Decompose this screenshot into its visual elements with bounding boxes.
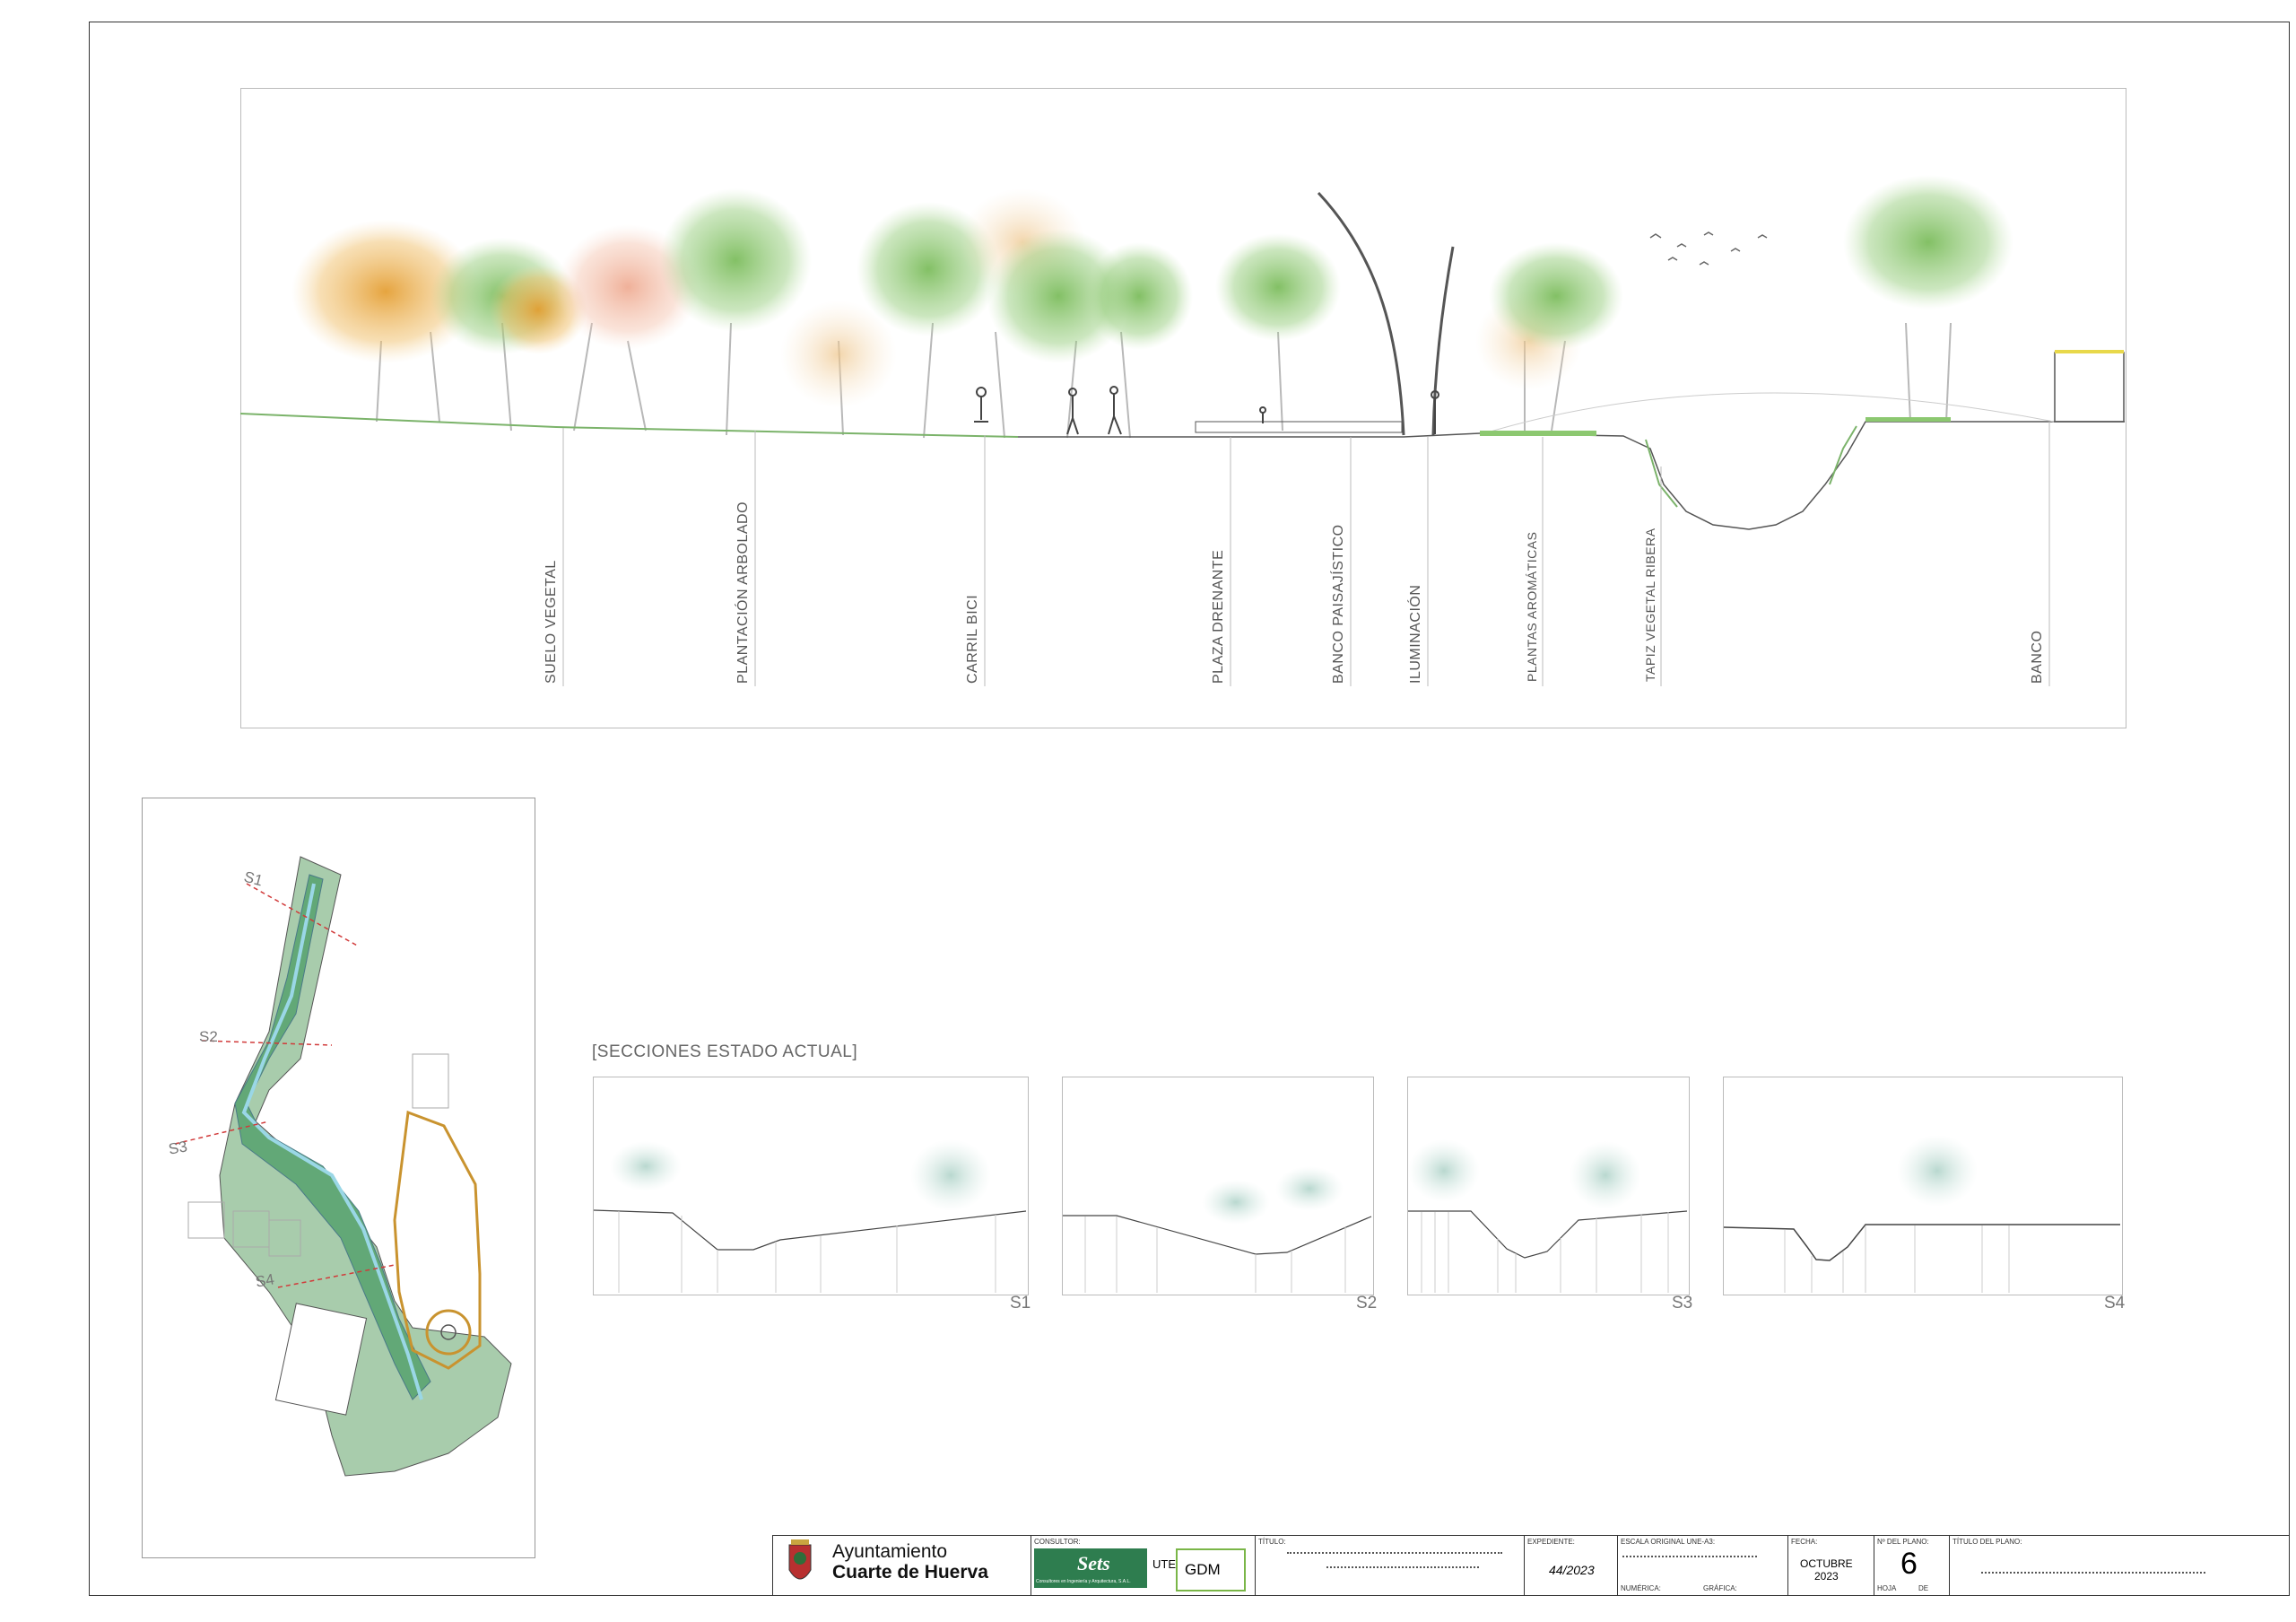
consultor-label: CONSULTOR: <box>1034 1538 1081 1546</box>
municipality-line-2: Cuarte de Huerva <box>832 1562 988 1583</box>
section-s2-panel <box>1062 1077 1374 1295</box>
titulo-line-1 <box>1287 1552 1502 1554</box>
context-blocks <box>187 1053 449 1257</box>
plaza-center <box>440 1324 457 1340</box>
section-s4-panel <box>1723 1077 2123 1295</box>
tb-fecha: FECHA: OCTUBRE 2023 <box>1787 1536 1874 1595</box>
nplano-value: 6 <box>1900 1547 1918 1581</box>
nplano-label: Nº DEL PLANO: <box>1877 1538 1929 1546</box>
titulo-plano-line <box>1981 1572 2205 1574</box>
titulo-plano-label: TÍTULO DEL PLANO: <box>1952 1538 2022 1546</box>
fecha-month: OCTUBRE <box>1800 1557 1853 1570</box>
tb-titulo: TÍTULO: <box>1255 1536 1525 1595</box>
birds <box>1649 231 1768 266</box>
grass-strip <box>1866 417 1951 422</box>
title-block: Ayuntamiento Cuarte de Huerva CONSULTOR:… <box>772 1535 2289 1595</box>
sheet-frame <box>89 22 2290 1596</box>
building-block <box>274 1303 368 1416</box>
main-section-panel <box>240 88 2126 728</box>
titulo-label: TÍTULO: <box>1258 1538 1286 1546</box>
bench-shape <box>1195 421 1403 433</box>
people-figures <box>974 386 1439 435</box>
ute-label: UTE <box>1152 1557 1176 1571</box>
section-code-s3: S3 <box>1672 1294 1693 1312</box>
secciones-title: [SECCIONES ESTADO ACTUAL] <box>592 1042 858 1061</box>
section-code-s1: S1 <box>1010 1294 1031 1312</box>
escala-line <box>1622 1556 1757 1557</box>
section-code-s2: S2 <box>1356 1294 1378 1312</box>
numerica-label: NUMÉRICA: <box>1621 1584 1661 1592</box>
tb-titulo-plano: TÍTULO DEL PLANO: <box>1949 1536 2287 1595</box>
hoja-label: HOJA <box>1877 1584 1897 1592</box>
tree-canopies <box>291 175 2013 408</box>
kiosk-roof <box>2055 350 2124 353</box>
section-s3-panel <box>1407 1077 1690 1295</box>
leader-lines <box>562 422 2050 686</box>
tb-escala: ESCALA ORIGINAL UNE-A3: NUMÉRICA: GRÁFIC… <box>1617 1536 1788 1595</box>
aromatic-strip <box>1480 431 1596 436</box>
tb-municipality: Ayuntamiento Cuarte de Huerva <box>773 1536 1031 1595</box>
section-code-s4: S4 <box>2104 1294 2126 1312</box>
fecha-label: FECHA: <box>1791 1538 1818 1546</box>
lamp-post-1 <box>1317 191 1405 436</box>
ground-line-left <box>239 413 1019 438</box>
key-plan-panel <box>142 798 535 1558</box>
expediente-value: 44/2023 <box>1549 1563 1595 1577</box>
tb-nplano: Nº DEL PLANO: 6 HOJA DE <box>1874 1536 1950 1595</box>
expediente-label: EXPEDIENTE: <box>1527 1538 1575 1546</box>
section-s4-profile <box>1723 1135 2120 1293</box>
river-corridor <box>234 874 431 1400</box>
section-s1-profile <box>593 1139 1027 1293</box>
river-water <box>241 883 423 1400</box>
section-s1-panel <box>593 1077 1029 1295</box>
gdm-logo: GDM <box>1176 1548 1246 1591</box>
plaza-circle <box>425 1309 472 1356</box>
sets-logo: Sets Consultores en Ingeniería y Arquite… <box>1034 1548 1147 1588</box>
riparian-vegetation <box>1645 425 1857 508</box>
section-cut-lines <box>174 883 396 1288</box>
section-s2-profile <box>1063 1166 1372 1293</box>
titulo-line-2 <box>1326 1566 1479 1568</box>
mound-curve <box>1483 392 2055 434</box>
coat-of-arms-logo <box>788 1539 812 1580</box>
grafica-label: GRÁFICA: <box>1703 1584 1737 1592</box>
escala-label: ESCALA ORIGINAL UNE-A3: <box>1621 1538 1716 1546</box>
tb-expediente: EXPEDIENTE: 44/2023 <box>1524 1536 1618 1595</box>
plan-marker-s2: S2 <box>199 1028 218 1045</box>
fecha-year: 2023 <box>1814 1570 1839 1583</box>
municipality-line-1: Ayuntamiento <box>832 1541 948 1562</box>
de-label: DE <box>1918 1584 1929 1592</box>
section-s3-profile <box>1408 1139 1688 1293</box>
tb-consultor: CONSULTOR: Sets Consultores en Ingenierí… <box>1031 1536 1256 1595</box>
plaza-paths <box>393 1110 482 1370</box>
